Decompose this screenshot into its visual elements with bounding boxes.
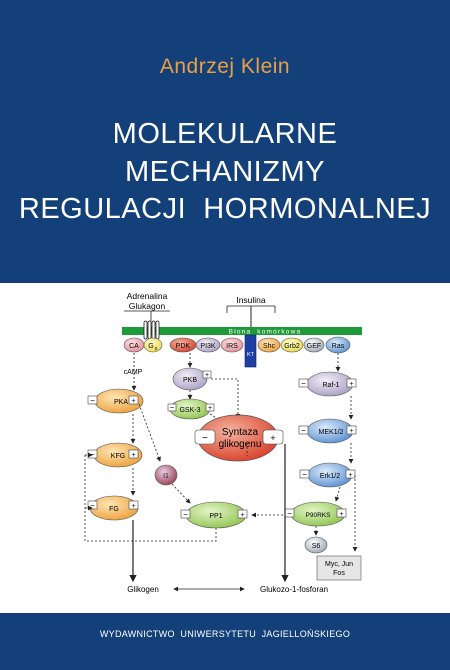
svg-text:−: −	[302, 470, 307, 479]
svg-text:PKB: PKB	[183, 377, 197, 384]
cover-top-band: Andrzej Klein MOLEKULARNE MECHANIZMY REG…	[0, 0, 450, 283]
adrenalina-label: Adrenalina	[127, 291, 168, 301]
svg-text:−: −	[183, 510, 188, 519]
svg-text:+: +	[205, 372, 209, 379]
insulina-label: Insulina	[236, 295, 266, 305]
svg-text:glikogenu: glikogenu	[219, 439, 262, 450]
glukagon-label: Glukagon	[129, 301, 166, 311]
i1-node	[154, 464, 178, 486]
svg-text:+: +	[131, 398, 135, 405]
gef-node	[303, 337, 325, 353]
svg-text:CA: CA	[129, 343, 139, 350]
cell-membrane	[122, 327, 362, 335]
title-line-1: MOLEKULARNE	[112, 118, 338, 150]
svg-text:+: +	[131, 503, 135, 510]
svg-text:FG: FG	[109, 506, 119, 513]
svg-text:Grb2: Grb2	[284, 343, 300, 350]
svg-text:PDK: PDK	[176, 343, 191, 350]
svg-text:KFG: KFG	[111, 453, 125, 460]
svg-text:P90RKS: P90RKS	[306, 512, 332, 519]
svg-text:−: −	[90, 501, 95, 510]
svg-text:PKA: PKA	[114, 399, 128, 406]
myc-jun-fos-box	[316, 555, 362, 581]
irs-node	[220, 337, 244, 353]
svg-text:+: +	[348, 472, 352, 479]
publisher-name: WYDAWNICTWO UNIWERSYTETU JAGIELLOŃSKIEGO	[99, 629, 351, 639]
svg-text:PP1: PP1	[209, 513, 222, 520]
svg-text:+: +	[240, 512, 244, 519]
svg-text:s: s	[155, 346, 158, 352]
pi3k-node	[195, 337, 221, 353]
s6-node	[304, 536, 328, 554]
svg-text:Syntaza: Syntaza	[222, 427, 259, 438]
svg-text:I1: I1	[163, 473, 169, 480]
svg-text:+: +	[349, 381, 353, 388]
svg-text:Fos: Fos	[333, 570, 345, 577]
title-line-2: MECHANIZMY	[125, 156, 325, 188]
insulin-receptor-kinase	[244, 334, 257, 368]
glukozo-label: Glukozo-1-fosforan	[260, 585, 328, 594]
svg-text:Myc, Jun: Myc, Jun	[325, 561, 353, 568]
title-line-3: REGULACJI HORMONALNEJ	[18, 193, 432, 225]
svg-text:+: +	[208, 405, 212, 412]
svg-text:GSK-3: GSK-3	[179, 407, 200, 414]
camp-label: cAMP	[124, 369, 143, 376]
pathway-figure: Adrenalina Glukagon Insulina Błona komór…	[84, 291, 362, 594]
svg-text:MEK1/2: MEK1/2	[319, 429, 344, 436]
svg-text:Ras: Ras	[332, 343, 345, 350]
svg-text:S6: S6	[312, 543, 321, 550]
membrane-label: Błona komórkowa	[229, 329, 302, 336]
glikogen-label: Glikogen	[127, 585, 159, 594]
svg-text:Erk1/2: Erk1/2	[320, 473, 340, 480]
author-name: Andrzej Klein	[159, 55, 291, 78]
svg-text:−: −	[202, 433, 208, 444]
svg-text:Raf-1: Raf-1	[322, 382, 339, 389]
gs-node	[143, 337, 163, 353]
svg-text:+: +	[131, 452, 135, 459]
svg-text:Shc: Shc	[263, 343, 276, 350]
svg-text:+: +	[349, 428, 353, 435]
svg-text:GEF: GEF	[307, 343, 321, 350]
svg-text:−: −	[301, 426, 306, 435]
svg-text:G: G	[148, 343, 153, 350]
svg-text:IRS: IRS	[226, 343, 238, 350]
cover-bottom-band: WYDAWNICTWO UNIWERSYTETU JAGIELLOŃSKIEGO	[0, 613, 450, 670]
svg-text:−: −	[90, 396, 95, 405]
svg-text:+: +	[339, 511, 343, 518]
svg-text:+: +	[270, 433, 275, 443]
grb2-node	[280, 337, 304, 353]
svg-text:−: −	[170, 403, 175, 412]
svg-text:−: −	[287, 509, 292, 518]
signaling-diagram: Adrenalina Glukagon Insulina Błona komór…	[0, 283, 450, 613]
svg-text:PI3K: PI3K	[200, 343, 216, 350]
svg-text:−: −	[90, 450, 95, 459]
shc-node	[257, 337, 281, 353]
svg-text:−: −	[301, 379, 306, 388]
svg-text:KT: KT	[247, 352, 255, 358]
